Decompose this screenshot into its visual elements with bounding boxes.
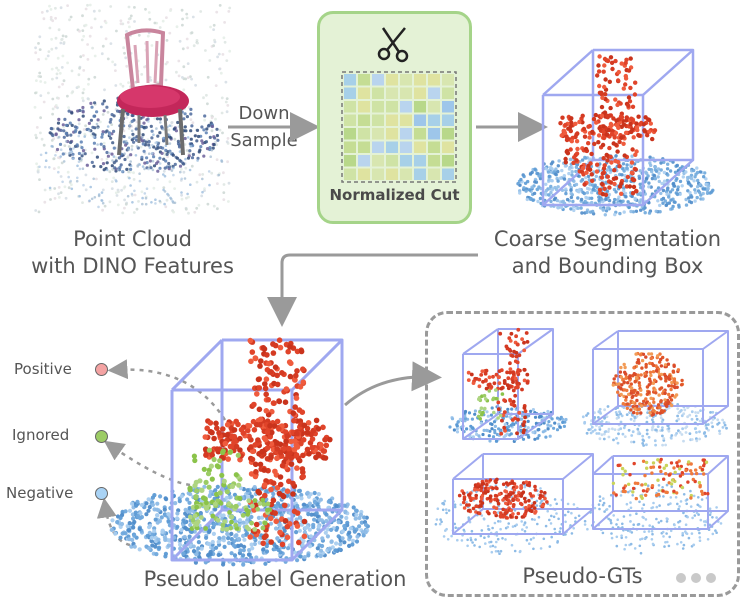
pseudo-gts-panel: Pseudo-GTs bbox=[425, 311, 740, 597]
coarse-to-pseudo-arrow bbox=[267, 253, 478, 327]
positive-dashed-arrow bbox=[107, 359, 227, 421]
chair-illustration bbox=[117, 28, 189, 156]
point-cloud-scene bbox=[33, 3, 232, 215]
legend-positive-dot bbox=[95, 363, 108, 376]
point-cloud-caption-line1: Point Cloud bbox=[73, 227, 192, 251]
pseudo-gts-label: Pseudo-GTs bbox=[522, 564, 643, 588]
normalized-cut-label: Normalized Cut bbox=[329, 186, 460, 204]
normalized-cut-panel: Normalized Cut bbox=[317, 11, 472, 224]
coarse-caption-line2: and Bounding Box bbox=[511, 254, 704, 278]
coarse-caption-line1: Coarse Segmentation bbox=[493, 227, 722, 251]
down-sample-line1: Down bbox=[238, 103, 290, 124]
legend-negative-label: Negative bbox=[6, 484, 74, 502]
down-sample-label: Down Sample bbox=[224, 100, 304, 154]
coarse-segmentation-scene bbox=[515, 35, 715, 217]
more-dots-icon bbox=[676, 568, 716, 587]
legend-ignored-label: Ignored bbox=[12, 426, 70, 444]
down-sample-line2: Sample bbox=[230, 130, 298, 151]
pseudo-label-caption: Pseudo Label Generation bbox=[143, 567, 407, 591]
legend-ignored-dot bbox=[95, 430, 108, 443]
scissors-icon bbox=[377, 27, 409, 63]
to-pseudo-gts-arrow bbox=[344, 361, 442, 407]
point-cloud-caption-line2: with DINO Features bbox=[31, 254, 234, 278]
legend-positive-label: Positive bbox=[14, 360, 72, 378]
legend-negative-dot bbox=[95, 487, 108, 500]
pseudo-label-scene bbox=[109, 320, 380, 567]
affinity-matrix bbox=[341, 71, 457, 183]
coarse-caption: Coarse Segmentation and Bounding Box bbox=[470, 226, 745, 280]
ignored-dashed-arrow bbox=[103, 440, 191, 487]
point-cloud-caption: Point Cloud with DINO Features bbox=[20, 226, 245, 280]
